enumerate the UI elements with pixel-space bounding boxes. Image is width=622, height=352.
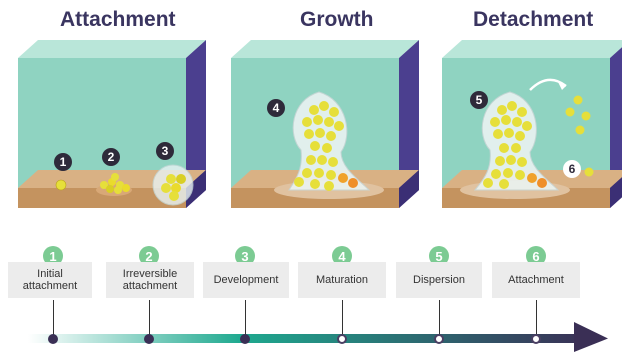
scene-marker-6: 6 [563,160,581,178]
timeline-dot-4 [337,334,347,344]
stage-label-initial-attachment: Initial attachment [8,262,92,298]
timeline-dot-2 [144,334,154,344]
scene-marker-4: 4 [267,99,285,117]
growth-illustration: 4 [219,40,419,240]
step-number-4: 4 [332,246,352,266]
scene-marker-3: 3 [156,142,174,160]
timeline-dot-5 [434,334,444,344]
timeline-tick-2 [149,300,150,340]
svg-text:6: 6 [569,162,576,176]
timeline-arrow [28,322,608,352]
timeline-dot-1 [48,334,58,344]
timeline-tick-4 [342,300,343,340]
svg-text:4: 4 [273,101,280,115]
attachment-illustration: 1 2 3 [6,40,206,240]
scene-marker-5: 5 [470,91,488,109]
section-title-attachment: Attachment [60,8,176,31]
stage-label-dispersion: Dispersion [396,262,482,298]
step-number-6: 6 [526,246,546,266]
svg-text:5: 5 [476,93,483,107]
stage-label-development: Development [203,262,289,298]
stage-label-irreversible-attachment: Irreversible attachment [106,262,194,298]
stage-label-maturation: Maturation [298,262,386,298]
stage-label-attachment: Attachment [492,262,580,298]
step-number-1: 1 [43,246,63,266]
timeline-tick-5 [439,300,440,340]
svg-text:3: 3 [162,144,169,158]
section-title-growth: Growth [300,8,374,31]
section-title-detachment: Detachment [473,8,594,31]
scene-marker-1: 1 [54,153,72,171]
step-number-2: 2 [139,246,159,266]
timeline-tick-3 [245,300,246,340]
timeline-dot-6 [531,334,541,344]
detachment-illustration: 5 6 [430,40,622,240]
step-number-3: 3 [235,246,255,266]
svg-text:2: 2 [108,150,115,164]
svg-text:1: 1 [60,155,67,169]
timeline-dot-3 [240,334,250,344]
scene-marker-2: 2 [102,148,120,166]
timeline-tick-1 [53,300,54,340]
timeline-tick-6 [536,300,537,340]
step-number-5: 5 [429,246,449,266]
